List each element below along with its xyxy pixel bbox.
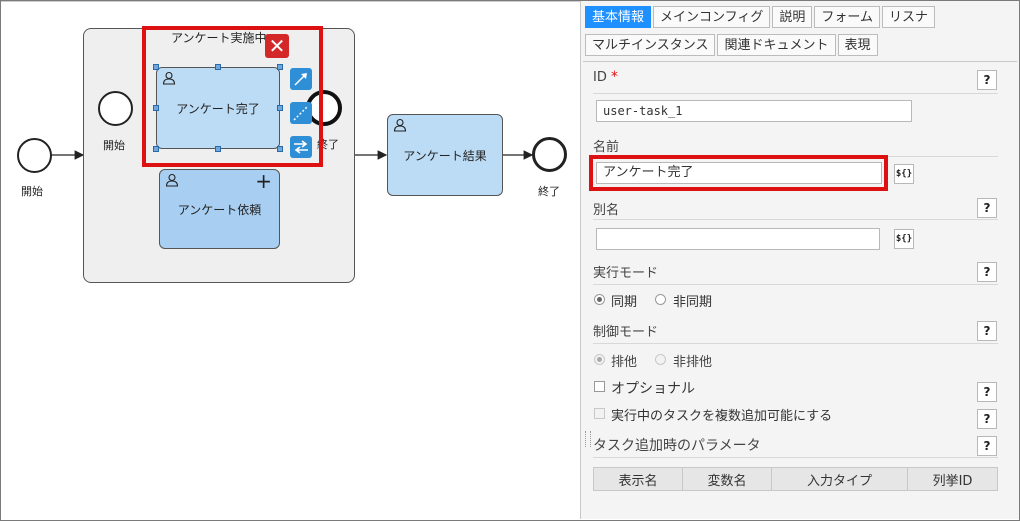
control-mode-help-icon[interactable]: ? xyxy=(977,321,997,341)
control-nonexclusive-label: 非排他 xyxy=(673,355,713,370)
tab-divider xyxy=(583,61,1017,62)
resize-handle-sw[interactable] xyxy=(153,146,159,152)
user-task-icon xyxy=(165,173,179,187)
task-survey-request[interactable]: + アンケート依頼 xyxy=(159,169,280,249)
diagram-canvas[interactable]: 開始 アンケート実施中 開始 終了 アンケート完了 ✕ + アンケート依頼 アン… xyxy=(1,1,580,519)
optional-help-icon[interactable]: ? xyxy=(977,382,997,402)
exec-mode-help-icon[interactable]: ? xyxy=(977,262,997,282)
connect-arrow-icon[interactable] xyxy=(290,68,312,90)
task-survey-request-label: アンケート依頼 xyxy=(177,202,262,217)
task-survey-result-label: アンケート結果 xyxy=(403,148,487,163)
tab-listener[interactable]: リスナ xyxy=(882,6,936,28)
user-task-icon xyxy=(162,71,176,85)
task-params-section: タスク追加時のパラメータ xyxy=(593,435,998,458)
multi-add-checkbox[interactable] xyxy=(594,408,605,419)
exec-mode-section: 実行モード xyxy=(593,262,998,285)
task-params-label: タスク追加時のパラメータ xyxy=(593,438,761,454)
resize-handle-s[interactable] xyxy=(215,146,221,152)
start-inner-label: 開始 xyxy=(103,139,125,152)
control-nonexclusive-radio[interactable] xyxy=(655,354,666,365)
start-outer-label: 開始 xyxy=(21,185,43,198)
multi-add-label: 実行中のタスクを複数追加可能にする xyxy=(611,409,833,424)
delete-icon[interactable]: ✕ xyxy=(265,34,289,58)
task-survey-complete-label: アンケート完了 xyxy=(176,101,260,116)
resize-handle-w[interactable] xyxy=(153,105,159,111)
end-event-inner[interactable] xyxy=(306,90,342,126)
resize-handle-nw[interactable] xyxy=(153,64,159,70)
control-mode-section: 制御モード xyxy=(593,321,998,344)
resize-handle-se[interactable] xyxy=(277,146,283,152)
alias-label: 別名 xyxy=(593,203,620,218)
control-exclusive-label: 排他 xyxy=(611,355,638,370)
tab-form[interactable]: フォーム xyxy=(814,6,881,28)
alias-help-icon[interactable]: ? xyxy=(977,198,997,218)
tab-main-config[interactable]: メインコンフィグ xyxy=(653,6,771,28)
resize-handle-n[interactable] xyxy=(215,64,221,70)
col-enum-id[interactable]: 列挙ID xyxy=(907,467,998,491)
optional-checkbox[interactable] xyxy=(594,381,605,392)
task-survey-result[interactable]: アンケート結果 xyxy=(387,114,503,196)
name-section: 名前 xyxy=(593,136,998,157)
exec-mode-label: 実行モード xyxy=(593,266,659,281)
optional-label: オプショナル xyxy=(611,381,695,397)
name-label: 名前 xyxy=(593,140,620,155)
subprocess-label: アンケート実施中 xyxy=(171,31,267,45)
control-mode-label: 制御モード xyxy=(593,325,659,340)
end-outer-label: 終了 xyxy=(538,185,560,198)
resize-handle-ne[interactable] xyxy=(277,64,283,70)
start-event-inner[interactable] xyxy=(98,91,133,126)
end-event-outer[interactable] xyxy=(532,137,567,172)
tab-row-1: 基本情報 メインコンフィグ 説明 フォーム リスナ xyxy=(585,6,936,28)
name-input[interactable]: アンケート完了 xyxy=(596,162,882,184)
params-table: 表示名 変数名 入力タイプ 列挙ID xyxy=(593,467,998,491)
name-variable-button[interactable]: ${} xyxy=(894,164,914,184)
alias-variable-button[interactable]: ${} xyxy=(894,229,914,249)
exec-async-radio[interactable] xyxy=(655,294,666,305)
multi-instance-plus-icon: + xyxy=(255,169,272,193)
control-exclusive-radio[interactable] xyxy=(594,354,605,365)
user-task-icon xyxy=(393,118,407,132)
resize-handle-e[interactable] xyxy=(277,105,283,111)
tab-expression[interactable]: 表現 xyxy=(837,34,878,56)
canvas-top-border xyxy=(1,1,580,2)
task-params-help-icon[interactable]: ? xyxy=(977,436,997,456)
multi-add-help-icon[interactable]: ? xyxy=(977,409,997,429)
connect-dashed-icon[interactable] xyxy=(290,102,312,124)
tab-basic-info[interactable]: 基本情報 xyxy=(585,6,652,28)
selection-highlight xyxy=(142,26,323,167)
id-help-icon[interactable]: ? xyxy=(977,70,997,90)
name-field-highlight xyxy=(589,155,888,191)
tab-description[interactable]: 説明 xyxy=(772,6,813,28)
swap-icon[interactable] xyxy=(290,136,312,158)
drag-grip-icon[interactable] xyxy=(585,431,591,447)
tab-related-docs[interactable]: 関連ドキュメント xyxy=(717,34,836,56)
exec-sync-label: 同期 xyxy=(611,295,638,310)
required-mark: * xyxy=(611,69,618,85)
exec-async-label: 非同期 xyxy=(673,295,713,310)
properties-panel: 基本情報 メインコンフィグ 説明 フォーム リスナ マルチインスタンス 関連ドキ… xyxy=(580,1,1019,519)
col-variable-name[interactable]: 変数名 xyxy=(682,467,772,491)
tab-multi-instance[interactable]: マルチインスタンス xyxy=(585,34,716,56)
alias-section: 別名 xyxy=(593,199,998,220)
id-input[interactable]: user-task_1 xyxy=(596,100,912,122)
alias-input[interactable] xyxy=(596,228,880,250)
id-label: ID xyxy=(593,70,607,85)
col-input-type[interactable]: 入力タイプ xyxy=(771,467,908,491)
start-event-outer[interactable] xyxy=(17,138,52,173)
tab-row-2: マルチインスタンス 関連ドキュメント 表現 xyxy=(585,34,878,56)
id-section: ID * xyxy=(593,69,998,94)
exec-sync-radio[interactable] xyxy=(594,294,605,305)
col-display-name[interactable]: 表示名 xyxy=(593,467,683,491)
